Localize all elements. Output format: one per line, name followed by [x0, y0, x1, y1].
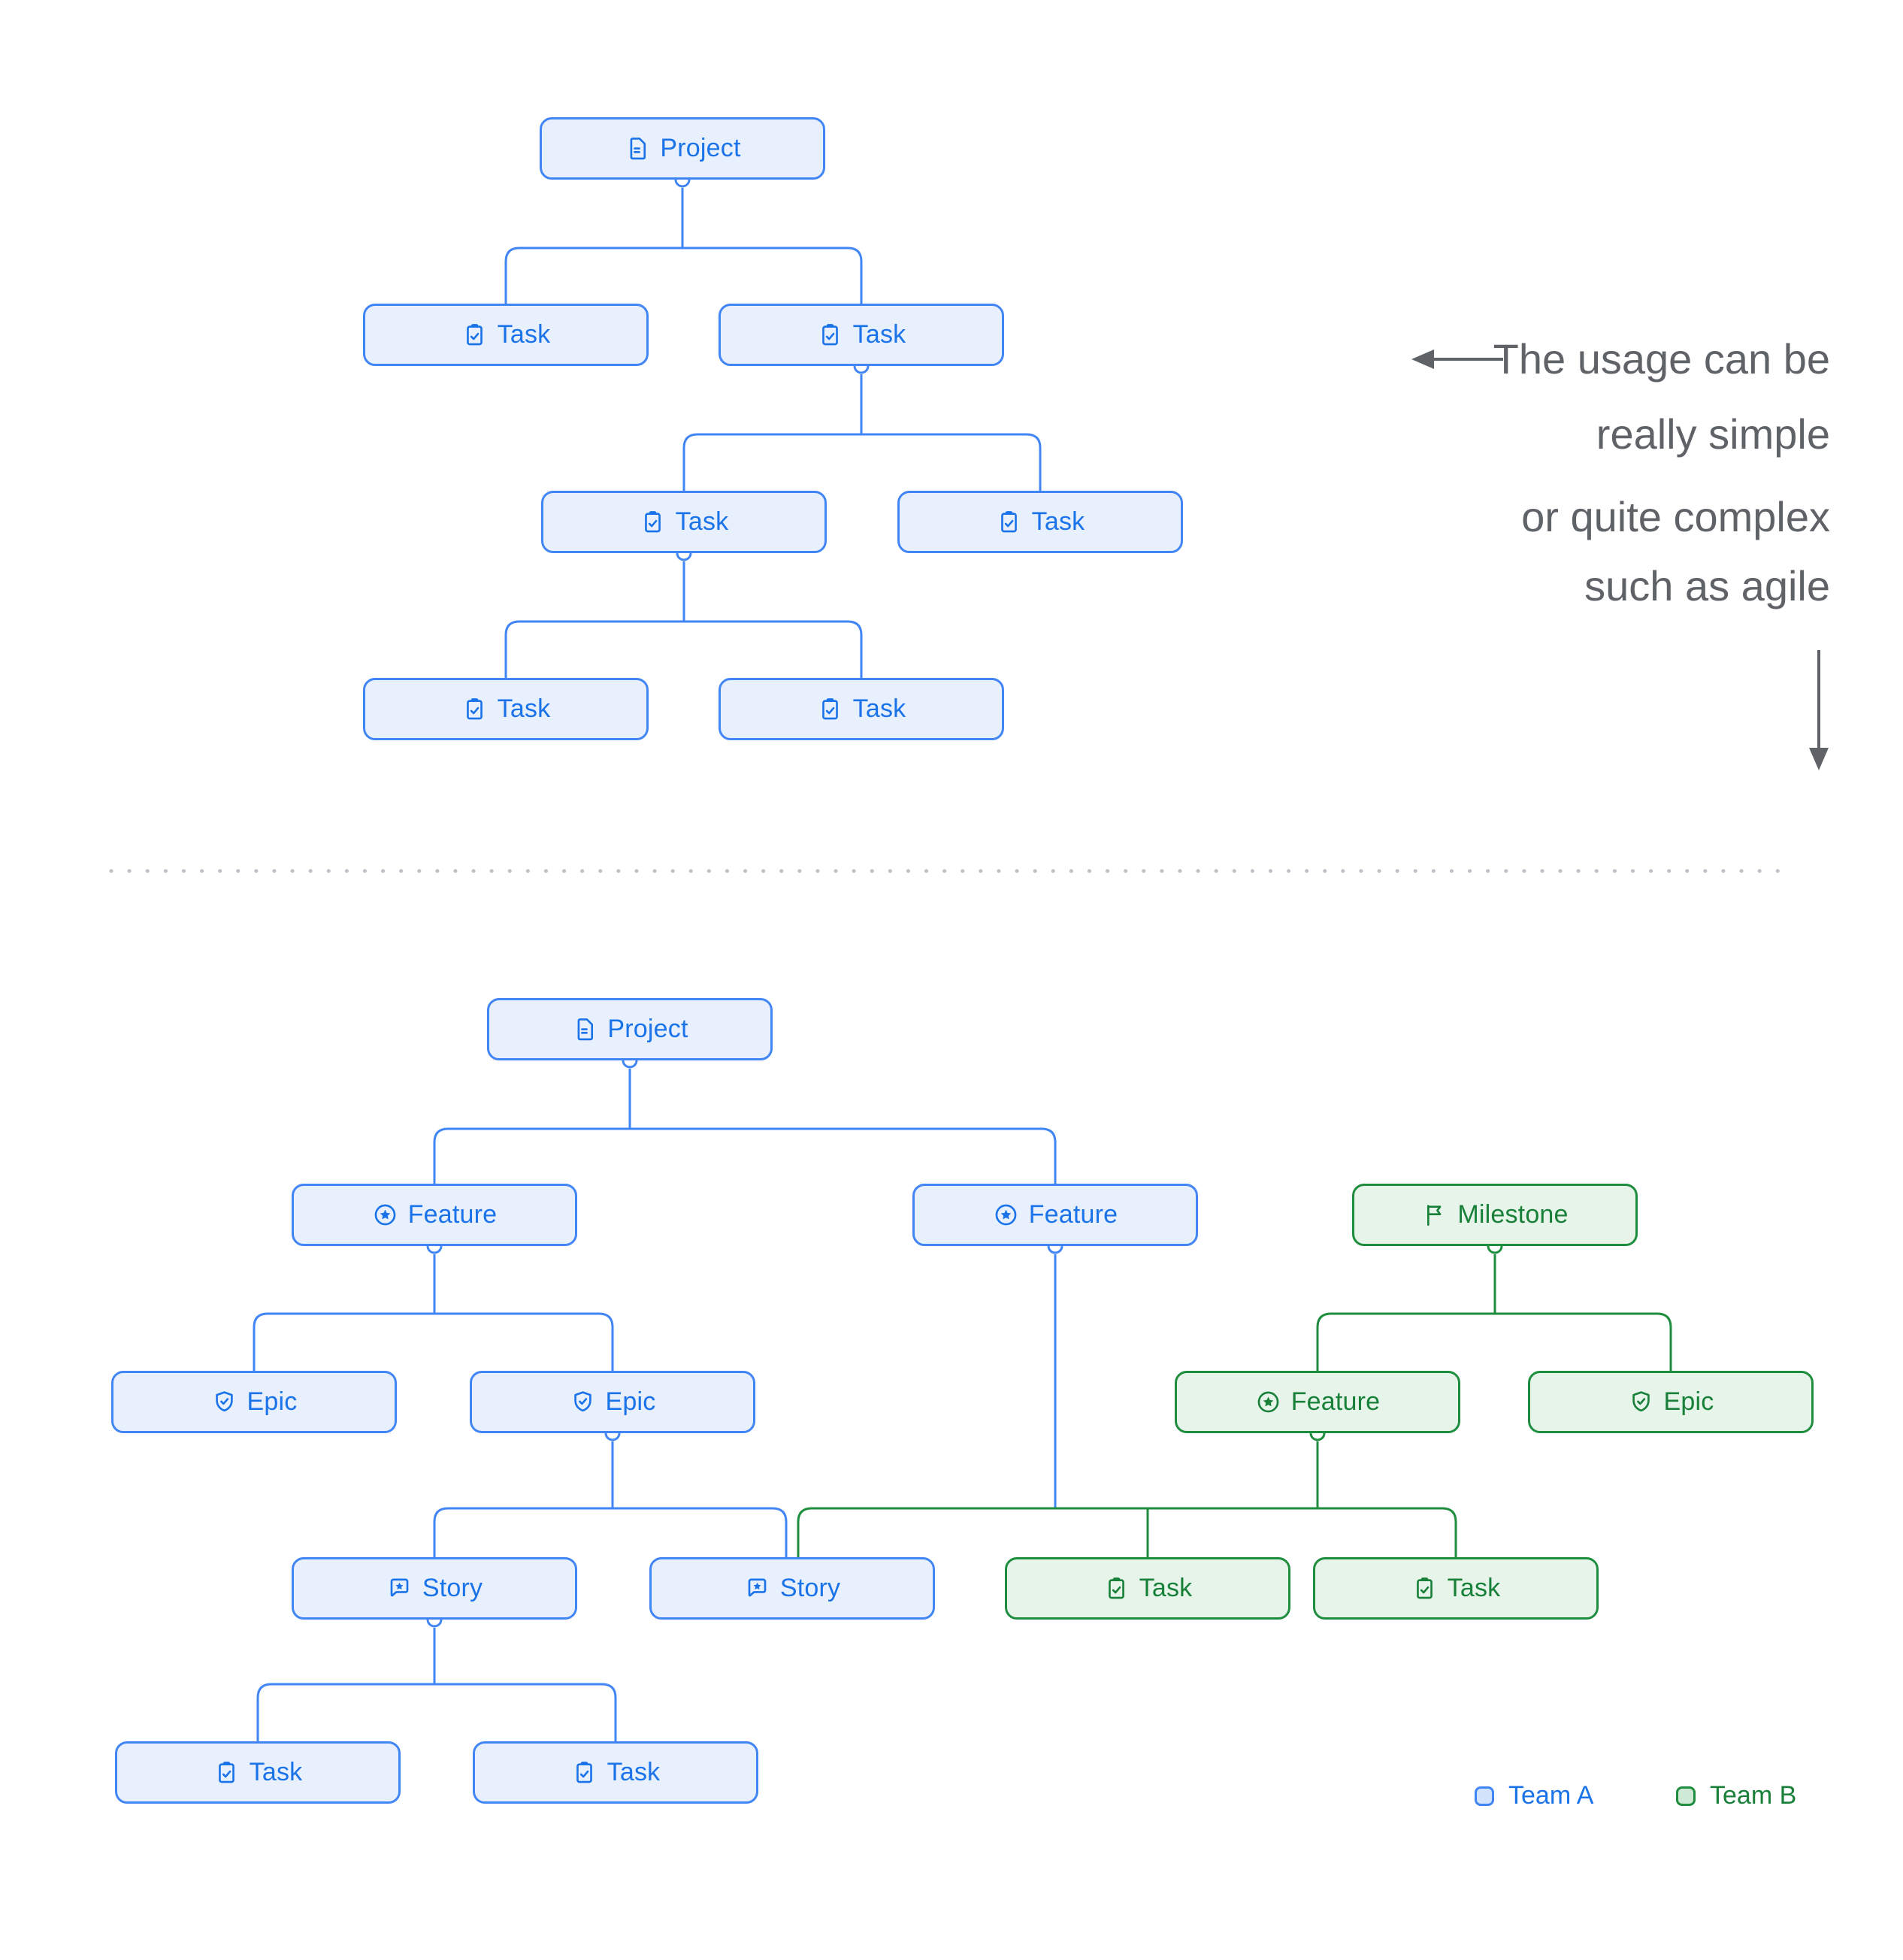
node-label: Task: [1139, 1574, 1193, 1602]
annotation-line: really simple: [1596, 410, 1830, 458]
task-icon: [461, 322, 488, 348]
task-icon: [817, 696, 843, 722]
task-icon: [1411, 1575, 1438, 1602]
story-icon: [386, 1575, 413, 1602]
connector-edge: [253, 1254, 614, 1371]
legend: Team A Team B: [0, 1780, 1903, 1810]
connector-edge: [256, 1628, 617, 1741]
node-label: Task: [852, 694, 906, 723]
task-icon: [996, 509, 1022, 535]
node-task-g1: Task: [1005, 1557, 1290, 1620]
node-label: Task: [852, 320, 906, 349]
connector-edge: [504, 561, 863, 678]
connector-edge: [1316, 1254, 1672, 1371]
node-label: Task: [1031, 507, 1085, 536]
epic-icon: [1628, 1389, 1654, 1415]
task-icon: [640, 509, 666, 535]
legend-label: Team B: [1710, 1781, 1797, 1810]
story-icon: [744, 1575, 770, 1602]
feature-icon: [993, 1202, 1019, 1228]
node-task-a3: Task: [541, 491, 827, 553]
node-label: Milestone: [1457, 1200, 1569, 1229]
team-a-swatch-icon: [1475, 1786, 1494, 1806]
left-arrow-icon: [1411, 349, 1503, 369]
node-task-a6: Task: [719, 678, 1004, 740]
task-icon: [817, 322, 843, 348]
node-label: Task: [1447, 1574, 1501, 1602]
node-feature-2: Feature: [912, 1184, 1198, 1246]
team-b-swatch-icon: [1676, 1786, 1696, 1806]
connector-edge: [682, 374, 1042, 491]
node-label: Story: [779, 1574, 841, 1602]
node-feature-1: Feature: [292, 1184, 577, 1246]
down-arrow-icon: [1809, 650, 1829, 770]
node-label: Task: [249, 1758, 303, 1786]
node-label: Feature: [407, 1200, 498, 1229]
node-epic-g: Epic: [1528, 1371, 1814, 1433]
task-icon: [1103, 1575, 1130, 1602]
annotation-paragraph-simple: The usage can be really simple: [1304, 322, 1830, 472]
legend-label: Team A: [1508, 1781, 1594, 1810]
node-label: Project: [607, 1015, 688, 1043]
node-task-a4: Task: [897, 491, 1183, 553]
node-feature-g: Feature: [1175, 1371, 1460, 1433]
node-task-g2: Task: [1313, 1557, 1599, 1620]
task-icon: [213, 1759, 240, 1786]
annotation: The usage can be really simple or quite …: [1304, 322, 1830, 621]
epic-icon: [211, 1389, 237, 1415]
node-project-top: Project: [540, 117, 825, 180]
node-label: Epic: [1663, 1387, 1714, 1416]
node-label: Project: [660, 134, 741, 162]
node-milestone: Milestone: [1352, 1184, 1638, 1246]
node-story-2: Story: [649, 1557, 935, 1620]
epic-icon: [570, 1389, 596, 1415]
annotation-paragraph-complex: or quite complex such as agile: [1304, 482, 1830, 621]
task-icon: [461, 696, 488, 722]
milestone-icon: [1421, 1202, 1448, 1228]
connector-edge: [504, 188, 863, 304]
node-label: Epic: [247, 1387, 298, 1416]
node-task-a2: Task: [719, 304, 1004, 366]
legend-item-team-b: Team B: [1676, 1781, 1796, 1810]
node-label: Task: [497, 320, 551, 349]
node-label: Task: [497, 694, 551, 723]
node-label: Task: [675, 507, 729, 536]
node-label: Feature: [1290, 1387, 1381, 1416]
node-label: Feature: [1028, 1200, 1118, 1229]
node-task-b2: Task: [473, 1741, 758, 1804]
annotation-line: or quite complex: [1521, 493, 1830, 540]
node-label: Story: [422, 1574, 483, 1602]
connector-edge: [797, 1441, 1457, 1557]
node-project-b: Project: [487, 998, 773, 1060]
node-story-1: Story: [292, 1557, 577, 1620]
connector-edge: [433, 1069, 1057, 1184]
feature-icon: [372, 1202, 398, 1228]
document-icon: [571, 1016, 598, 1042]
node-epic-2: Epic: [470, 1371, 755, 1433]
annotation-line: such as agile: [1584, 562, 1830, 609]
legend-item-team-a: Team A: [1475, 1781, 1593, 1810]
annotation-line: The usage can be: [1493, 335, 1830, 383]
node-task-a1: Task: [363, 304, 649, 366]
task-icon: [571, 1759, 598, 1786]
node-epic-1: Epic: [111, 1371, 397, 1433]
node-task-b1: Task: [115, 1741, 401, 1804]
node-label: Task: [607, 1758, 661, 1786]
feature-icon: [1255, 1389, 1281, 1415]
connector-edge: [433, 1441, 788, 1557]
document-icon: [624, 135, 650, 162]
node-task-a5: Task: [363, 678, 649, 740]
node-label: Epic: [605, 1387, 656, 1416]
